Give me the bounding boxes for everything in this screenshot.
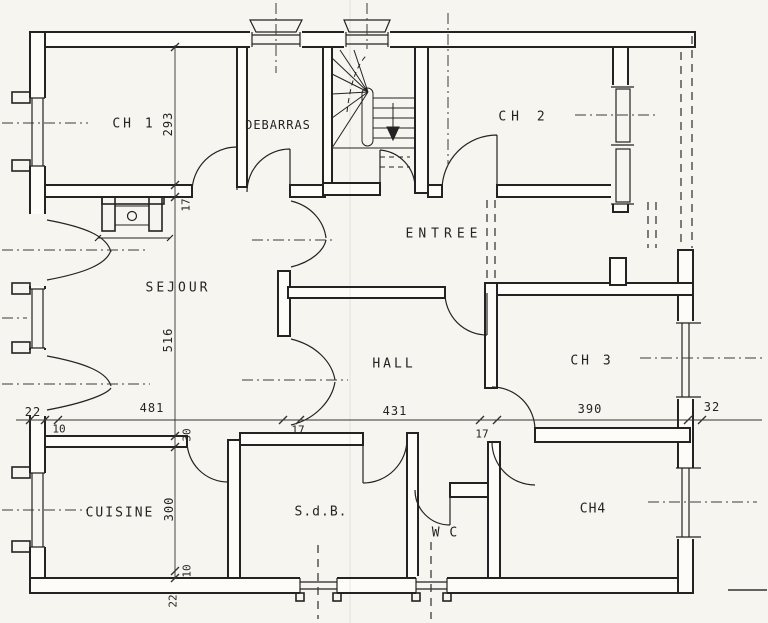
room-label-ch2: CH 2: [498, 109, 550, 125]
dim-wall-b: 17: [475, 427, 489, 441]
room-label-ch4: CH4: [579, 501, 607, 517]
fireplace: [94, 196, 174, 242]
dim-left-inner: 10: [52, 422, 66, 436]
room-label-sdb: S.d.B.: [294, 504, 348, 520]
room-label-wc: W C: [431, 525, 459, 541]
dim-hall-width: 431: [382, 404, 408, 418]
scan-fold-line: [349, 0, 351, 623]
room-label-sejour: SEJOUR: [145, 280, 211, 296]
dimension-ticks: [25, 42, 707, 583]
dashed-walls: [317, 36, 693, 619]
dim-sejour-width: 481: [139, 401, 165, 415]
door-arcs: [46, 134, 536, 526]
room-label-cuisine: CUISINE: [85, 505, 155, 521]
dim-sejour-depth: 516: [161, 327, 175, 353]
room-label-entree: ENTREE: [405, 226, 483, 242]
dimension-lines: [16, 42, 767, 591]
room-label-debarras: DEBARRAS: [245, 118, 311, 132]
dim-right-wall: 32: [703, 400, 721, 414]
dim-fireplace-wall: 17: [179, 198, 193, 212]
dim-bottom-wall: 22: [166, 594, 180, 608]
axis-lines: [2, 3, 764, 511]
dim-left-wall: 22: [24, 405, 42, 419]
dim-bottom-inner: 10: [180, 564, 194, 578]
interior-walls: [44, 46, 694, 579]
room-label-hall: HALL: [372, 356, 416, 372]
dim-ch1-depth: 293: [161, 111, 175, 137]
room-label-ch3: CH 3: [570, 353, 614, 369]
dim-wall-a: 17: [291, 423, 305, 437]
staircase: [331, 49, 415, 168]
dim-cuisine-depth: 300: [162, 496, 176, 522]
room-label-ch1: CH 1: [112, 116, 156, 132]
dim-cuisine-wall: 30: [180, 428, 194, 442]
dim-ch3-width: 390: [577, 402, 603, 416]
